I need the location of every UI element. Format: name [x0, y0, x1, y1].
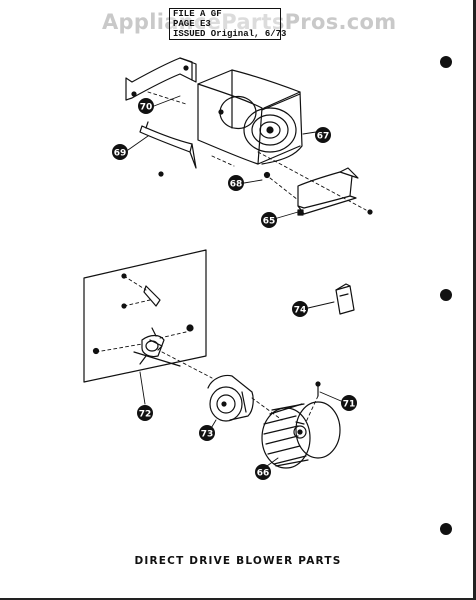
callout-66: 66 [255, 464, 271, 480]
capacitor [335, 283, 355, 315]
svg-text:71: 71 [343, 400, 356, 410]
binder-hole-bottom [440, 523, 452, 535]
file-stamp: FILE A GF PAGE E3 ISSUED Original, 6/73 [169, 8, 287, 40]
svg-text:73: 73 [201, 430, 214, 440]
callout-74: 74 [292, 301, 308, 317]
callout-73: 73 [199, 425, 215, 441]
page-edge-right [473, 0, 476, 600]
shield [139, 121, 197, 169]
svg-text:72: 72 [139, 410, 152, 420]
watermark: AppliancePartsPros.com [102, 10, 397, 34]
screws [92, 171, 373, 355]
svg-text:70: 70 [140, 103, 153, 113]
callout-71: 71 [341, 395, 357, 411]
svg-text:74: 74 [294, 306, 307, 316]
callout-67: 67 [315, 127, 331, 143]
stamp-file-line: FILE A GF [173, 9, 222, 19]
motor [207, 374, 254, 422]
callout-badges: 70 67 69 68 65 74 [112, 98, 357, 480]
assembly-lines [95, 91, 367, 423]
callout-72: 72 [137, 405, 153, 421]
svg-text:69: 69 [114, 149, 127, 159]
binder-hole-middle [440, 289, 452, 301]
upper-bracket [125, 57, 197, 101]
mounting-plate [83, 249, 207, 383]
leader-lines [127, 95, 342, 467]
blower-wheel [261, 401, 341, 469]
callout-68: 68 [228, 175, 244, 191]
page-edge-bottom [0, 598, 476, 600]
svg-text:67: 67 [317, 132, 330, 142]
binder-hole-top [440, 56, 452, 68]
blower-housing [197, 69, 303, 165]
callout-69: 69 [112, 144, 128, 160]
svg-text:68: 68 [230, 180, 243, 190]
stamp-page-line: PAGE E3 [173, 19, 211, 29]
set-screw [315, 381, 321, 397]
callout-70: 70 [138, 98, 154, 114]
stamp-issued-line: ISSUED Original, 6/73 [173, 29, 287, 39]
svg-text:66: 66 [257, 469, 270, 479]
callout-65: 65 [261, 212, 277, 228]
svg-text:65: 65 [263, 217, 276, 227]
diagram-caption: DIRECT DRIVE BLOWER PARTS [134, 555, 342, 567]
bottom-bracket [297, 167, 359, 216]
